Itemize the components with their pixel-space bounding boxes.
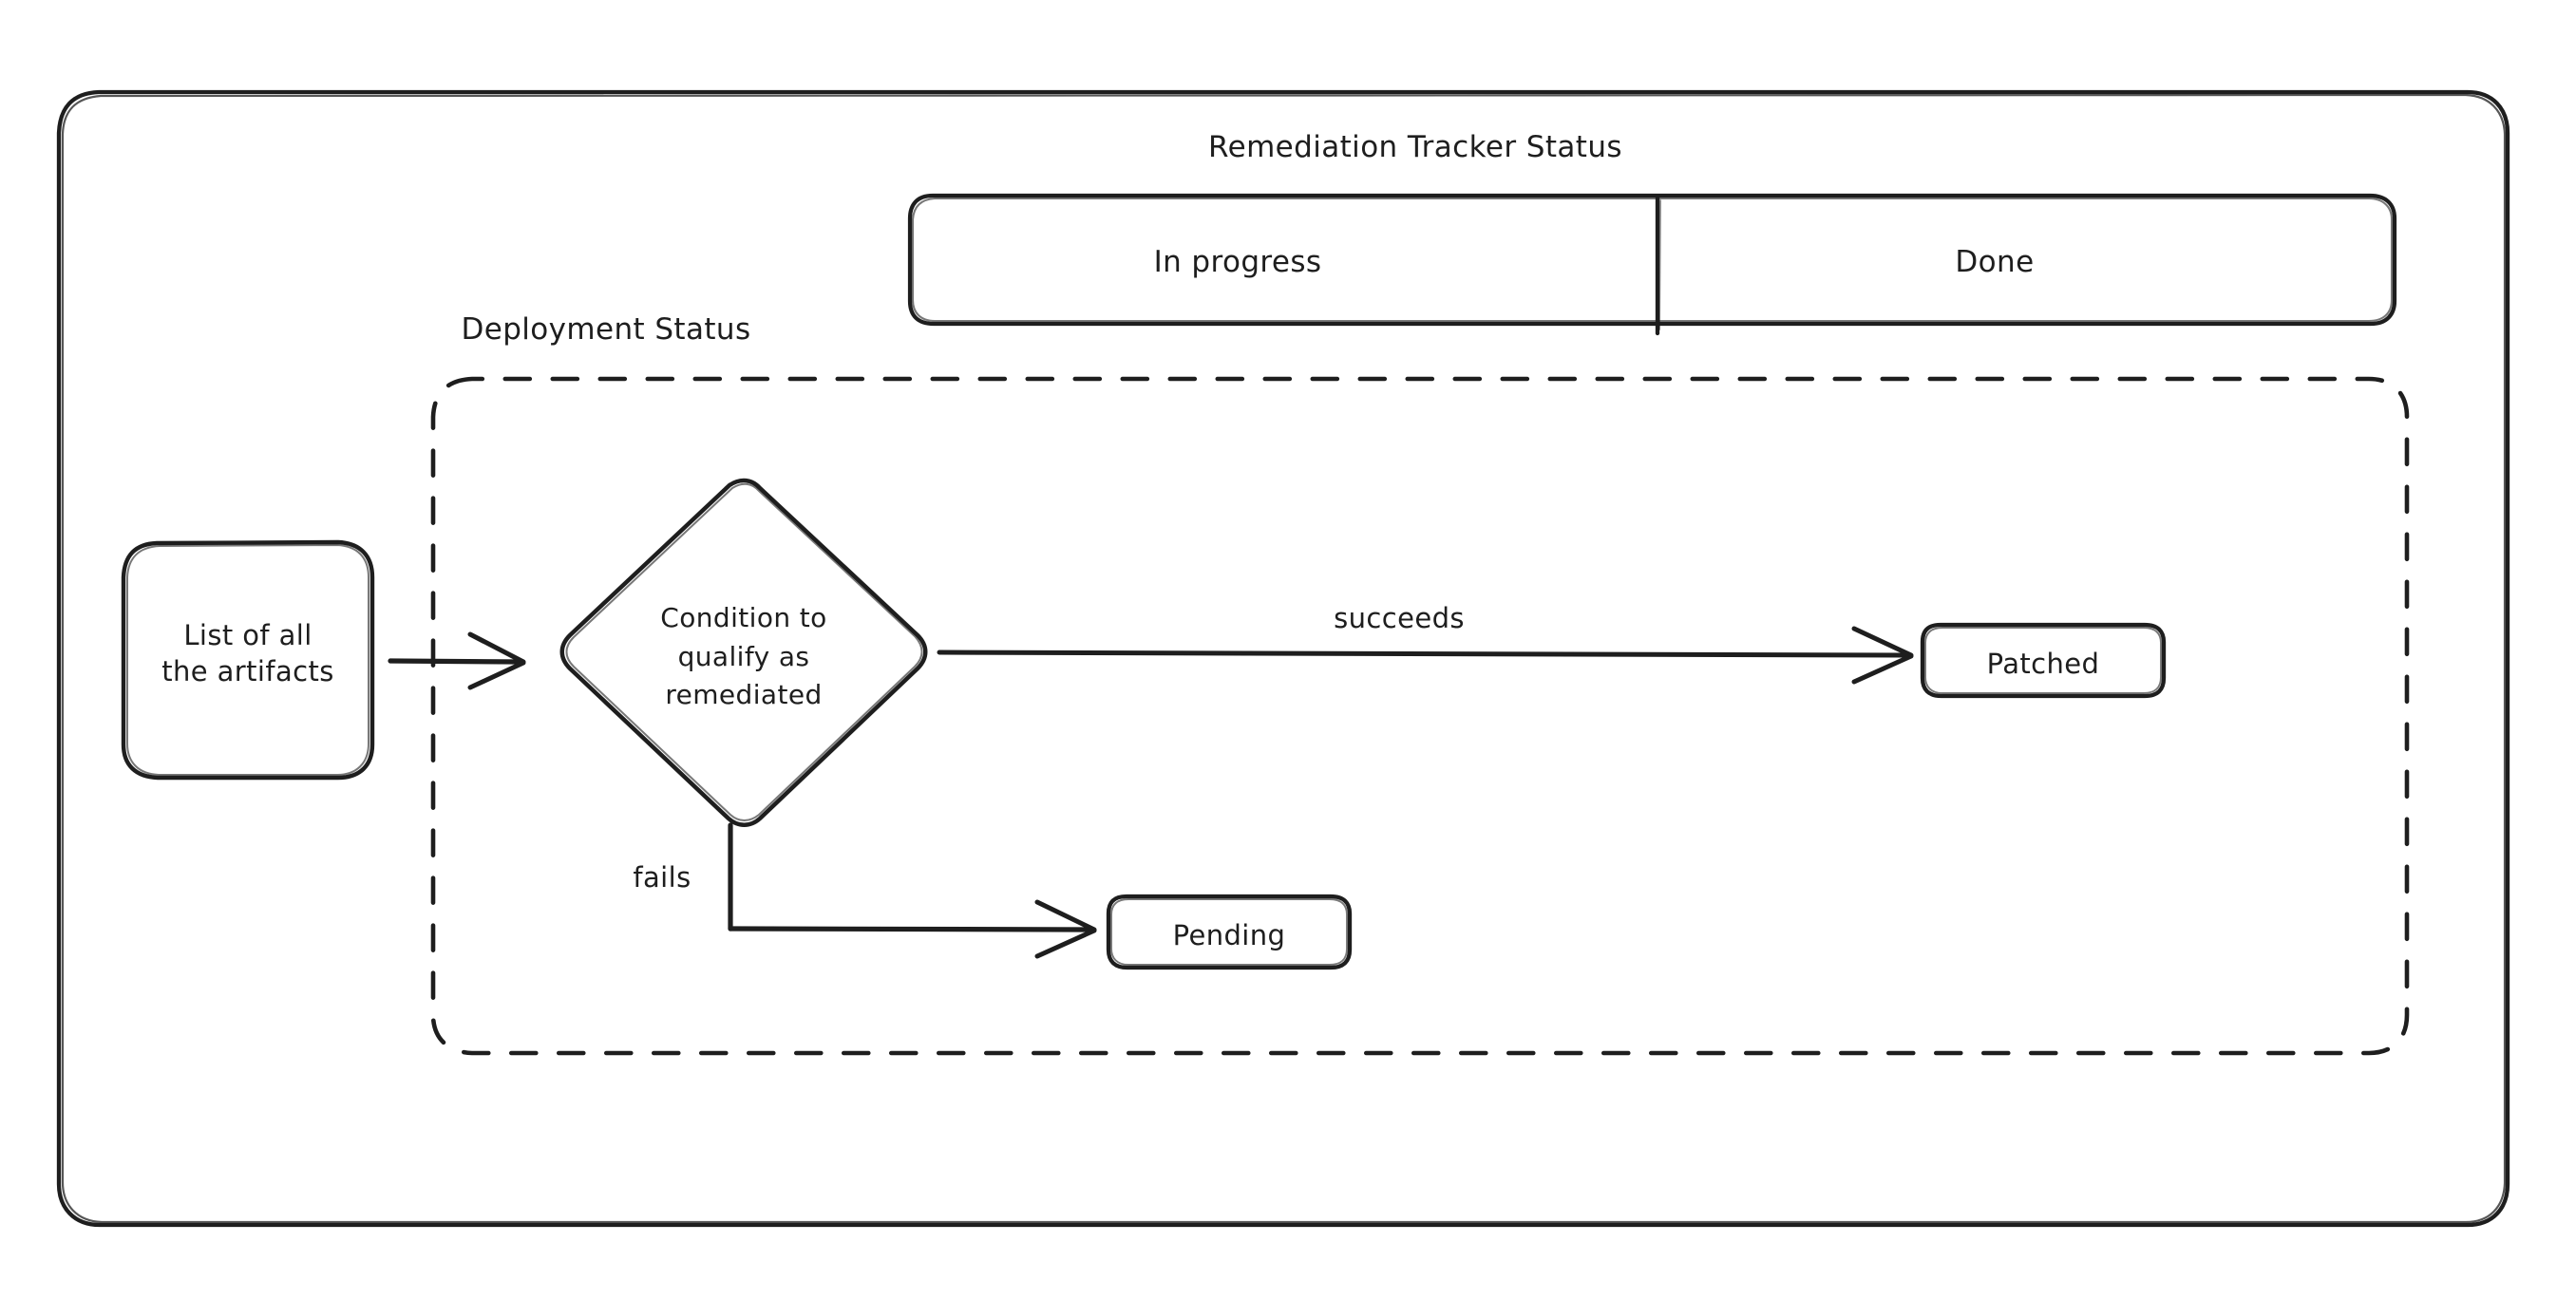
deployment-status-group bbox=[430, 376, 2410, 1056]
remediation-tracker-bar bbox=[907, 193, 2397, 336]
outer-container bbox=[56, 89, 2510, 1228]
node-condition[interactable] bbox=[559, 478, 928, 827]
group-title-deployment-status: Deployment Status bbox=[461, 312, 751, 347]
edge-label-succeeds: succeeds bbox=[1334, 602, 1465, 634]
node-pending[interactable] bbox=[1106, 894, 1353, 970]
node-condition-line-2: qualify as bbox=[677, 640, 810, 672]
node-patched-label: Patched bbox=[1986, 648, 2100, 680]
lane-label-in-progress: In progress bbox=[1153, 245, 1322, 279]
edge-condition-to-patched bbox=[937, 626, 1914, 685]
node-pending-label: Pending bbox=[1172, 919, 1286, 951]
node-condition-line-1: Condition to bbox=[660, 602, 827, 633]
edge-label-fails: fails bbox=[633, 861, 691, 894]
node-artifacts-label: List of all the artifacts bbox=[96, 617, 400, 690]
node-condition-label: Condition to qualify as remediated bbox=[582, 599, 905, 715]
edge-condition-to-pending bbox=[728, 822, 1097, 959]
node-artifacts[interactable] bbox=[121, 539, 375, 781]
node-patched[interactable] bbox=[1920, 622, 2167, 699]
node-condition-line-3: remediated bbox=[665, 679, 823, 711]
lane-label-done: Done bbox=[1955, 245, 2035, 279]
node-artifacts-line-1: List of all bbox=[183, 619, 313, 651]
swimlane-title: Remediation Tracker Status bbox=[1208, 130, 1622, 164]
edge-artifacts-to-condition bbox=[388, 631, 526, 690]
node-artifacts-line-2: the artifacts bbox=[161, 655, 334, 688]
